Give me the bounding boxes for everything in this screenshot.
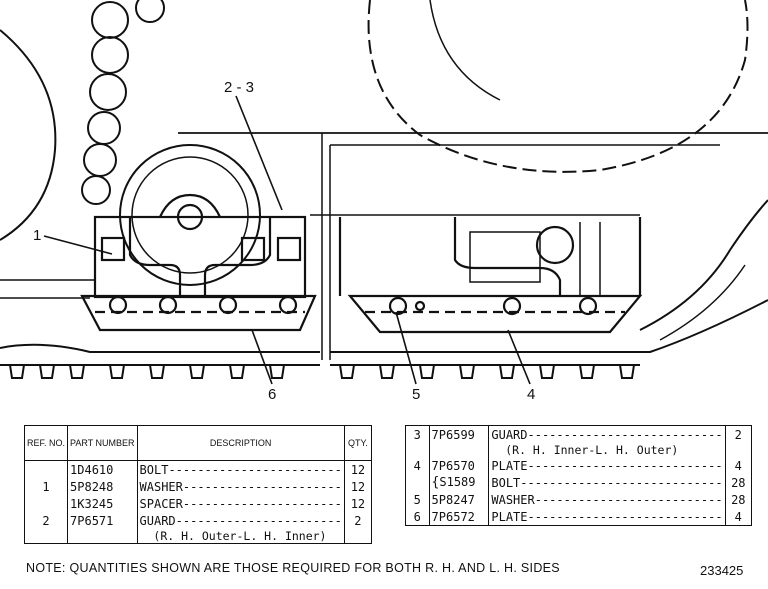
guard-right (338, 217, 642, 296)
table-row: 1D4610 BOLT------------------------ 12 (24, 460, 372, 478)
callout-6: 6 (268, 386, 276, 403)
part-number-cell: 7P6572 (429, 508, 490, 526)
part-number-cell: 7P6570 (429, 457, 490, 474)
part-number-cell (429, 443, 490, 457)
parts-table-left: REF. NO. PART NUMBER DESCRIPTION QTY. 1D… (24, 425, 372, 544)
leader-lines (43, 95, 531, 385)
qty-cell: 12 (350, 496, 366, 511)
brace-icon: { (431, 475, 440, 490)
qty-cell (725, 443, 751, 457)
header-part-number: PART NUMBER (67, 425, 138, 461)
description-cell: PLATE--------------------------- (488, 508, 726, 526)
description-cell: GUARD--------------------------- (488, 425, 726, 443)
header-description: DESCRIPTION (137, 425, 345, 461)
qty-cell: 28 (731, 492, 746, 507)
part-number-cell (67, 529, 138, 544)
description-cell: (R. H. Outer-L. H. Inner) (137, 529, 345, 544)
callout-1: 1 (33, 227, 41, 244)
ref-cell (24, 495, 69, 512)
ref-cell (405, 443, 430, 457)
table-row: 1K3245 SPACER---------------------- 12 (24, 495, 372, 512)
drawing-number: 233425 (700, 563, 744, 578)
ref-cell: 3 (405, 425, 430, 443)
table-row: (R. H. Inner-L. H. Outer) (405, 443, 752, 457)
header-ref-no: REF. NO. (24, 425, 69, 461)
table-row: 1 5P8248 WASHER---------------------- 12 (24, 478, 372, 495)
ref-cell (24, 529, 69, 544)
table-row: {S1589 BOLT---------------------------- … (405, 474, 752, 491)
description-text: WASHER (139, 479, 183, 494)
description-text: BOLT (491, 475, 521, 490)
part-number-cell: 7P6599 (429, 425, 490, 443)
part-number-cell: 5P8247 (429, 491, 490, 508)
track-chain (0, 299, 768, 379)
part-number-cell: 1D4610 (67, 460, 138, 478)
callout-5: 5 (412, 386, 420, 403)
table-row: 6 7P6572 PLATE--------------------------… (405, 508, 752, 526)
parts-table-right: 3 7P6599 GUARD--------------------------… (405, 425, 752, 526)
qty-cell: 2 (734, 427, 742, 442)
ref-cell: 2 (24, 512, 69, 529)
description-cell: BOLT---------------------------- (488, 474, 726, 491)
qty-cell (344, 529, 371, 544)
qty-cell: 4 (734, 509, 742, 524)
qty-cell: 12 (350, 462, 366, 477)
qty-cell: 2 (354, 513, 362, 528)
table-row: (R. H. Outer-L. H. Inner) (24, 529, 372, 544)
description-cell: WASHER---------------------- (137, 478, 345, 495)
table-header-row: REF. NO. PART NUMBER DESCRIPTION QTY. (24, 425, 372, 461)
description-text: SPACER (139, 496, 183, 511)
ref-cell: 5 (405, 491, 430, 508)
description-cell: (R. H. Inner-L. H. Outer) (488, 443, 726, 457)
ref-cell: 4 (405, 457, 430, 474)
part-number-cell: {S1589 (429, 474, 490, 491)
description-cell: BOLT------------------------ (137, 460, 345, 478)
ref-cell: 1 (24, 478, 69, 495)
idler-wheel-right (367, 0, 749, 173)
callout-2-3: 2 - 3 (224, 79, 254, 96)
qty-cell: 12 (350, 479, 366, 494)
track-curve-right (639, 199, 768, 331)
description-text: GUARD (491, 427, 528, 442)
description-cell: GUARD----------------------- (137, 512, 345, 529)
table-row: 5 5P8247 WASHER-------------------------… (405, 491, 752, 508)
plate-right (347, 294, 643, 334)
table-row: 3 7P6599 GUARD--------------------------… (405, 425, 752, 443)
idler-wheel-left (0, 29, 57, 241)
ref-cell (405, 474, 430, 491)
description-cell: WASHER-------------------------- (488, 491, 726, 508)
carrier-rollers (81, 0, 165, 205)
header-qty: QTY. (344, 425, 372, 461)
ref-cell (24, 460, 69, 478)
table-row: 4 7P6570 PLATE--------------------------… (405, 457, 752, 474)
part-number-cell: 7P6571 (67, 512, 138, 529)
part-number-cell: 1K3245 (67, 495, 138, 512)
plate-left (80, 294, 317, 332)
description-text: (R. H. Outer-L. H. Inner) (153, 529, 327, 543)
ref-cell: 6 (405, 508, 430, 526)
description-cell: SPACER---------------------- (137, 495, 345, 512)
description-text: BOLT (139, 462, 169, 477)
roller-wheel (119, 144, 261, 286)
quantity-note: NOTE: QUANTITIES SHOWN ARE THOSE REQUIRE… (26, 561, 560, 575)
description-text: WASHER (491, 492, 535, 507)
description-cell: PLATE--------------------------- (488, 457, 726, 474)
description-text: GUARD (139, 513, 176, 528)
qty-cell: 28 (731, 475, 746, 490)
description-text: PLATE (491, 509, 528, 524)
table-row: 2 7P6571 GUARD----------------------- 2 (24, 512, 372, 529)
track-guard-illustration: 1 2 - 3 4 5 6 (0, 0, 768, 403)
description-text: PLATE (491, 458, 528, 473)
qty-cell: 4 (734, 458, 742, 473)
callout-4: 4 (527, 386, 535, 403)
part-number-cell: 5P8248 (67, 478, 138, 495)
part-number-text: S1589 (439, 475, 476, 489)
description-text: (R. H. Inner-L. H. Outer) (505, 443, 679, 457)
